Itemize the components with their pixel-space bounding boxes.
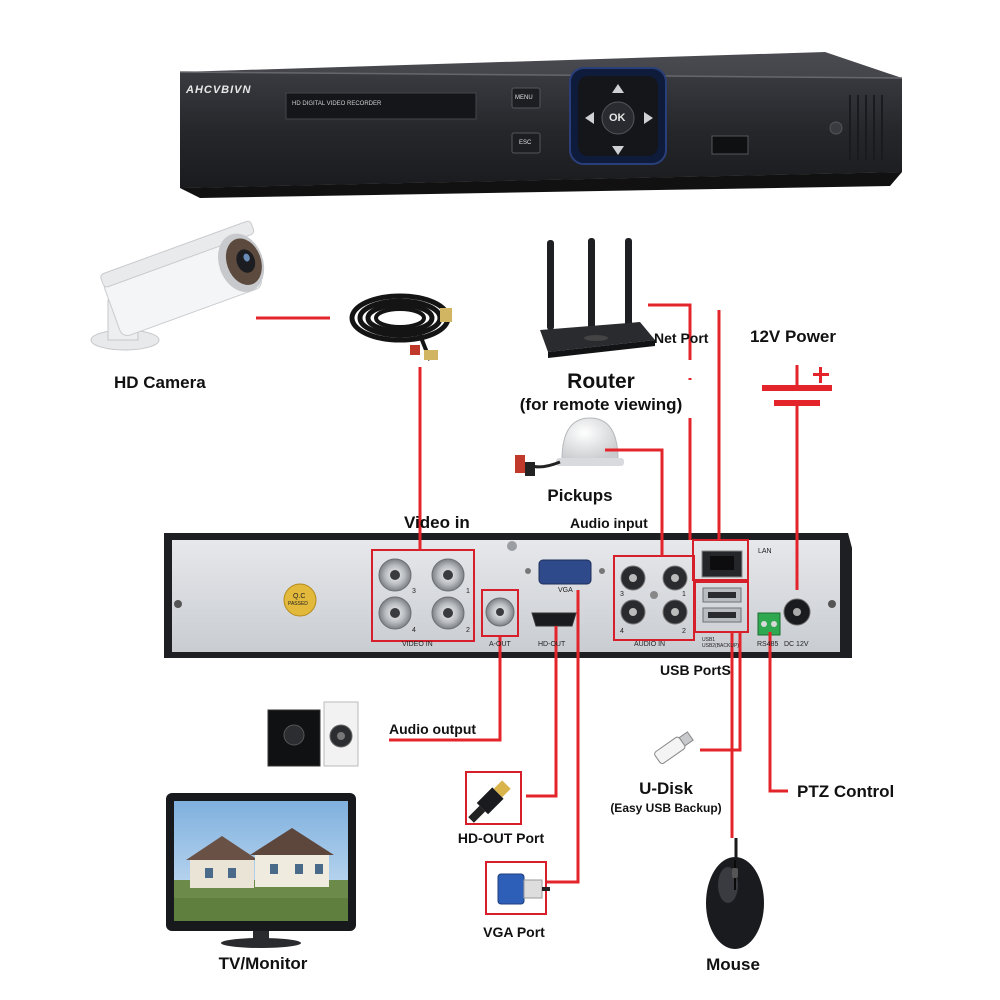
audio-port-num-2: 2 — [682, 628, 686, 635]
up-arrow-icon — [612, 84, 624, 93]
hdmi-plug-image — [465, 771, 522, 825]
label-mouse: Mouse — [706, 955, 760, 974]
right-arrow-icon — [644, 112, 653, 124]
video-port-num-1: 1 — [466, 588, 470, 595]
dc-label: DC 12V — [784, 641, 809, 648]
label-audio-output: Audio output — [389, 721, 477, 737]
dvr-model-text: HD DIGITAL VIDEO RECORDER — [292, 101, 382, 107]
video-port-num-3: 3 — [412, 588, 416, 595]
label-tv-monitor: TV/Monitor — [218, 954, 308, 973]
label-video-in: Video in — [404, 513, 470, 532]
label-pickups: Pickups — [547, 486, 613, 505]
dvr-front-unit — [179, 52, 903, 198]
left-arrow-icon — [585, 112, 594, 124]
monitor-image — [166, 793, 356, 948]
dvr-back-panel — [164, 533, 852, 658]
hdmi-port — [531, 612, 577, 627]
audio-port-num-3: 3 — [620, 591, 624, 598]
hd-camera-image — [90, 220, 265, 351]
highlight-boxes — [371, 539, 749, 642]
vga-port — [538, 559, 592, 585]
hdout-label: HD-OUT — [538, 641, 566, 648]
audio-port-num-4: 4 — [620, 628, 624, 635]
label-vga-port: VGA Port — [483, 924, 545, 940]
aout-label: A-OUT — [489, 641, 511, 648]
usb-label-1: USB1 — [702, 637, 716, 643]
label-ptz-control: PTZ Control — [797, 782, 895, 801]
brand-logo: AHCVBIVN — [186, 84, 252, 96]
label-router: Router — [567, 370, 635, 393]
label-12v-power: 12V Power — [750, 327, 836, 346]
mouse-image — [706, 838, 764, 949]
label-u-disk: U-Disk — [639, 779, 693, 798]
lan-label: LAN — [758, 548, 772, 555]
qc-sticker-text-1: Q.C — [293, 593, 306, 600]
video-in-label: VIDEO IN — [402, 641, 433, 648]
ok-button-label: OK — [609, 112, 626, 124]
bnc-cable-image — [349, 293, 452, 361]
menu-button-label: MENU — [515, 95, 533, 101]
video-port-num-2: 2 — [466, 627, 470, 634]
speakers-image — [267, 701, 359, 767]
label-net-port: Net Port — [654, 330, 709, 346]
vga-plug-image — [485, 861, 550, 915]
label-u-disk-sub: (Easy USB Backup) — [610, 801, 722, 815]
video-port-num-4: 4 — [412, 627, 416, 634]
connector-lines — [256, 303, 799, 884]
label-router-sub: (for remote viewing) — [519, 395, 683, 414]
audio-port-num-1: 1 — [682, 591, 686, 598]
vga-label: VGA — [558, 587, 573, 594]
label-audio-input: Audio input — [570, 515, 648, 531]
label-hd-camera: HD Camera — [114, 373, 206, 392]
label-usb-ports: USB PortS — [660, 662, 731, 678]
audio-in-label: AUDIO IN — [634, 641, 666, 648]
rs485-label: RS485 — [757, 641, 779, 648]
power-symbol-icon — [762, 365, 832, 432]
esc-button-label: ESC — [519, 140, 532, 146]
pickup-microphone-image — [515, 417, 624, 476]
qc-sticker-text-2: PASSED — [288, 601, 308, 607]
down-arrow-icon — [612, 146, 624, 155]
router-image — [540, 238, 655, 358]
usb-label-2: USB2(BACKUP) — [702, 643, 739, 649]
label-hd-out-port: HD-OUT Port — [457, 830, 545, 846]
usb-stick-image — [654, 731, 694, 764]
